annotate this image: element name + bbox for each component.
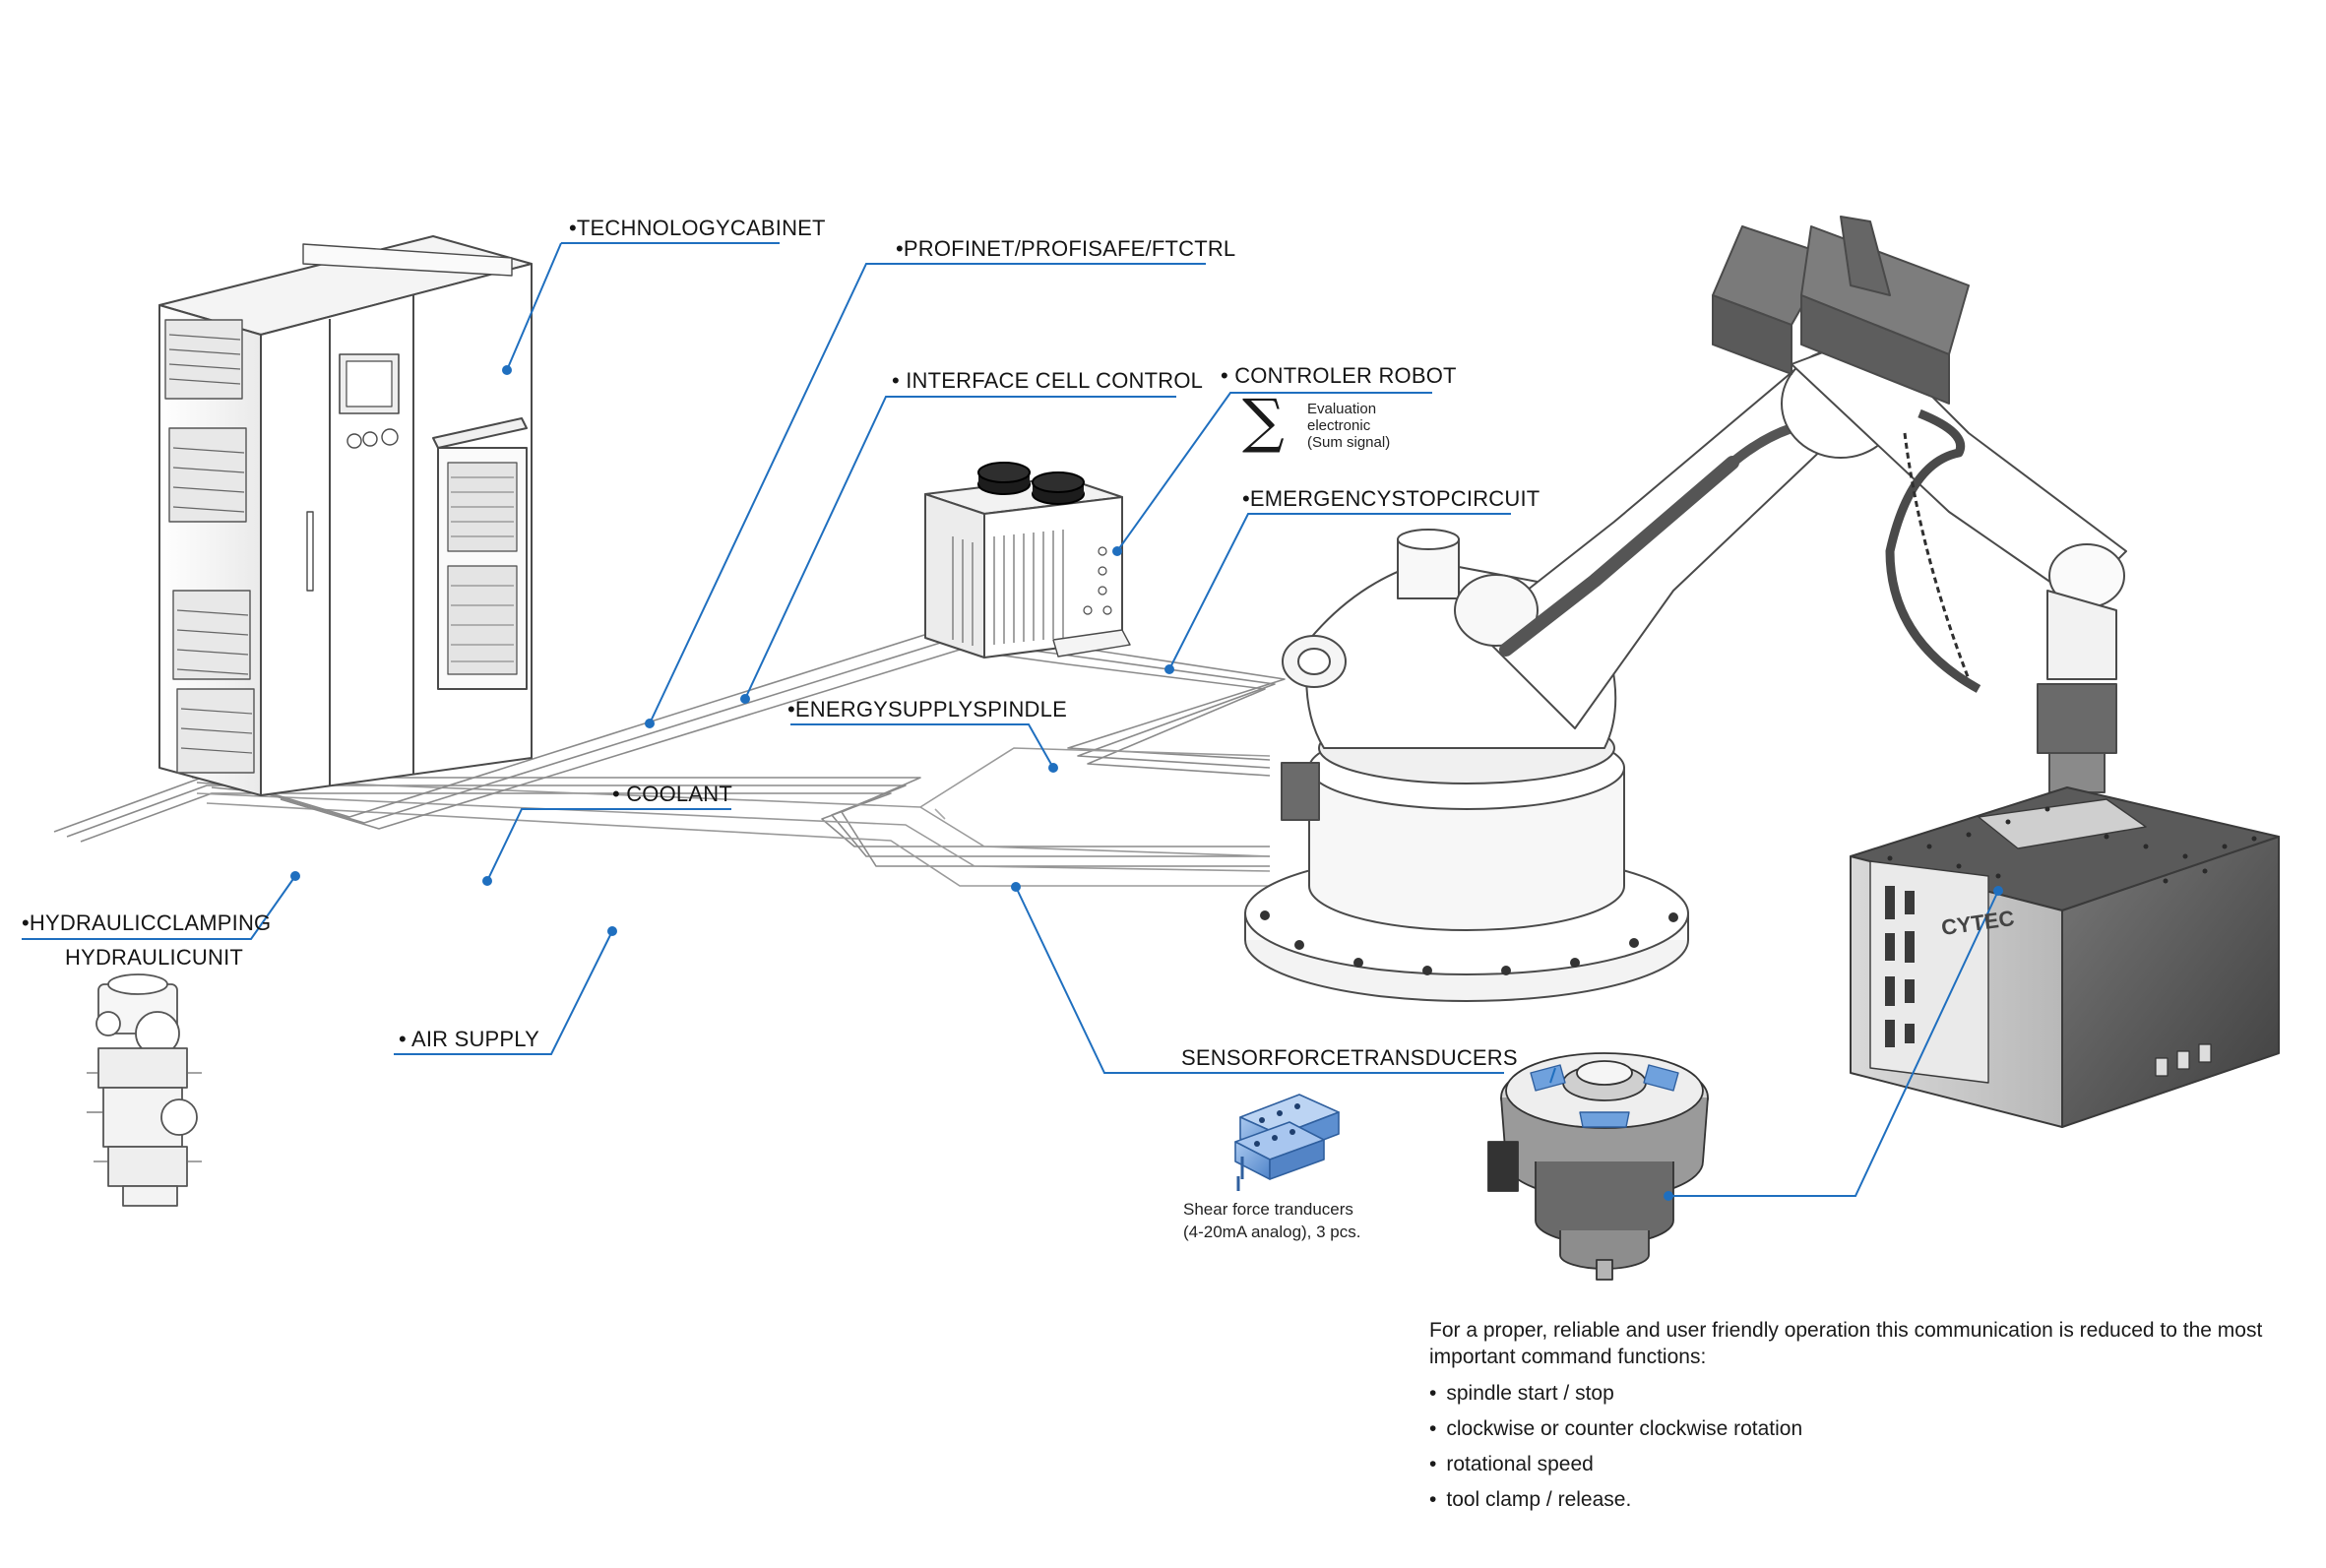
cabinet-handle [306, 511, 314, 592]
command-item: tool clamp / release. [1429, 1486, 2295, 1513]
leader-technology-cabinet [506, 242, 780, 371]
cabinet-button-3 [381, 428, 399, 446]
label-hydraulic-clamping: •HYDRAULICCLAMPING [22, 910, 272, 935]
workpiece-table [1850, 786, 2280, 1128]
command-item: clockwise or counter clockwise rotation [1429, 1415, 2295, 1442]
command-item: rotational speed [1429, 1451, 2295, 1477]
label-technology-cabinet: •TECHNOLOGYCABINET [569, 216, 826, 240]
cabinet-button-1 [346, 433, 362, 449]
leader-air-supply [394, 930, 613, 1055]
leader-dots [290, 365, 2003, 1201]
lines-to-robot [919, 644, 1286, 808]
leader-emergency-stop [1168, 513, 1511, 670]
leader-lines [22, 242, 1999, 1197]
controller-fans [977, 462, 1085, 505]
shear-caption-line-2: (4-20mA analog), 3 pcs. [1183, 1223, 1361, 1241]
leader-interface-cell [744, 396, 1176, 700]
label-coolant: • COOLANT [612, 782, 732, 806]
cabinet-vent-grilles [164, 319, 255, 774]
leader-sensor-to-spindle [1549, 1067, 1556, 1084]
sum-signal-line-1: Evaluation [1307, 401, 1377, 417]
communication-note: For a proper, reliable and user friendly… [1429, 1317, 2295, 1522]
label-emergency-stop-circuit: •EMERGENCYSTOPCIRCUIT [1242, 486, 1540, 511]
sum-signal-line-2: electronic [1307, 417, 1371, 434]
label-interface-cell-control: • INTERFACE CELL CONTROL [892, 368, 1204, 393]
technology-cabinet [158, 235, 533, 796]
label-sensor-force-transducers: SENSORFORCETRANSDUCERS [1181, 1045, 1518, 1070]
shear-force-transducers [1234, 1094, 1340, 1191]
leader-sensor-to-table [1668, 890, 1999, 1197]
label-air-supply: • AIR SUPPLY [399, 1027, 539, 1051]
leader-hydraulic-clamping [22, 875, 296, 940]
label-controler-robot: • CONTROLER ROBOT [1221, 363, 1457, 388]
label-energy-supply-spindle: •ENERGYSUPPLYSPINDLE [787, 697, 1067, 721]
shear-caption-line-1: Shear force tranducers [1183, 1200, 1353, 1219]
label-profinet: •PROFINET/PROFISAFE/FTCTRL [896, 236, 1236, 261]
sum-signal-line-3: (Sum signal) [1307, 434, 1391, 451]
leader-coolant [486, 808, 731, 882]
cabinet-cooling-unit [432, 417, 528, 690]
command-item: spindle start / stop [1429, 1380, 2295, 1407]
leader-controler-robot [1116, 392, 1432, 552]
note-intro: For a proper, reliable and user friendly… [1429, 1319, 2263, 1368]
robot-motor-pack [1712, 216, 1970, 405]
robot-controller-unit [924, 462, 1131, 659]
sensor-spindle-assembly [1487, 1052, 1709, 1281]
sum-symbol: ∑ [1242, 387, 1285, 456]
cabinet-button-2 [362, 431, 378, 447]
leader-profinet [649, 263, 1206, 724]
leader-sensor-force [1015, 886, 1504, 1074]
leader-energy-supply [790, 723, 1054, 769]
industrial-robot [1244, 216, 2127, 1002]
hydraulic-unit [87, 973, 202, 1207]
command-list: spindle start / stop clockwise or counte… [1429, 1380, 2295, 1513]
label-hydraulic-unit: HYDRAULICUNIT [65, 945, 244, 970]
